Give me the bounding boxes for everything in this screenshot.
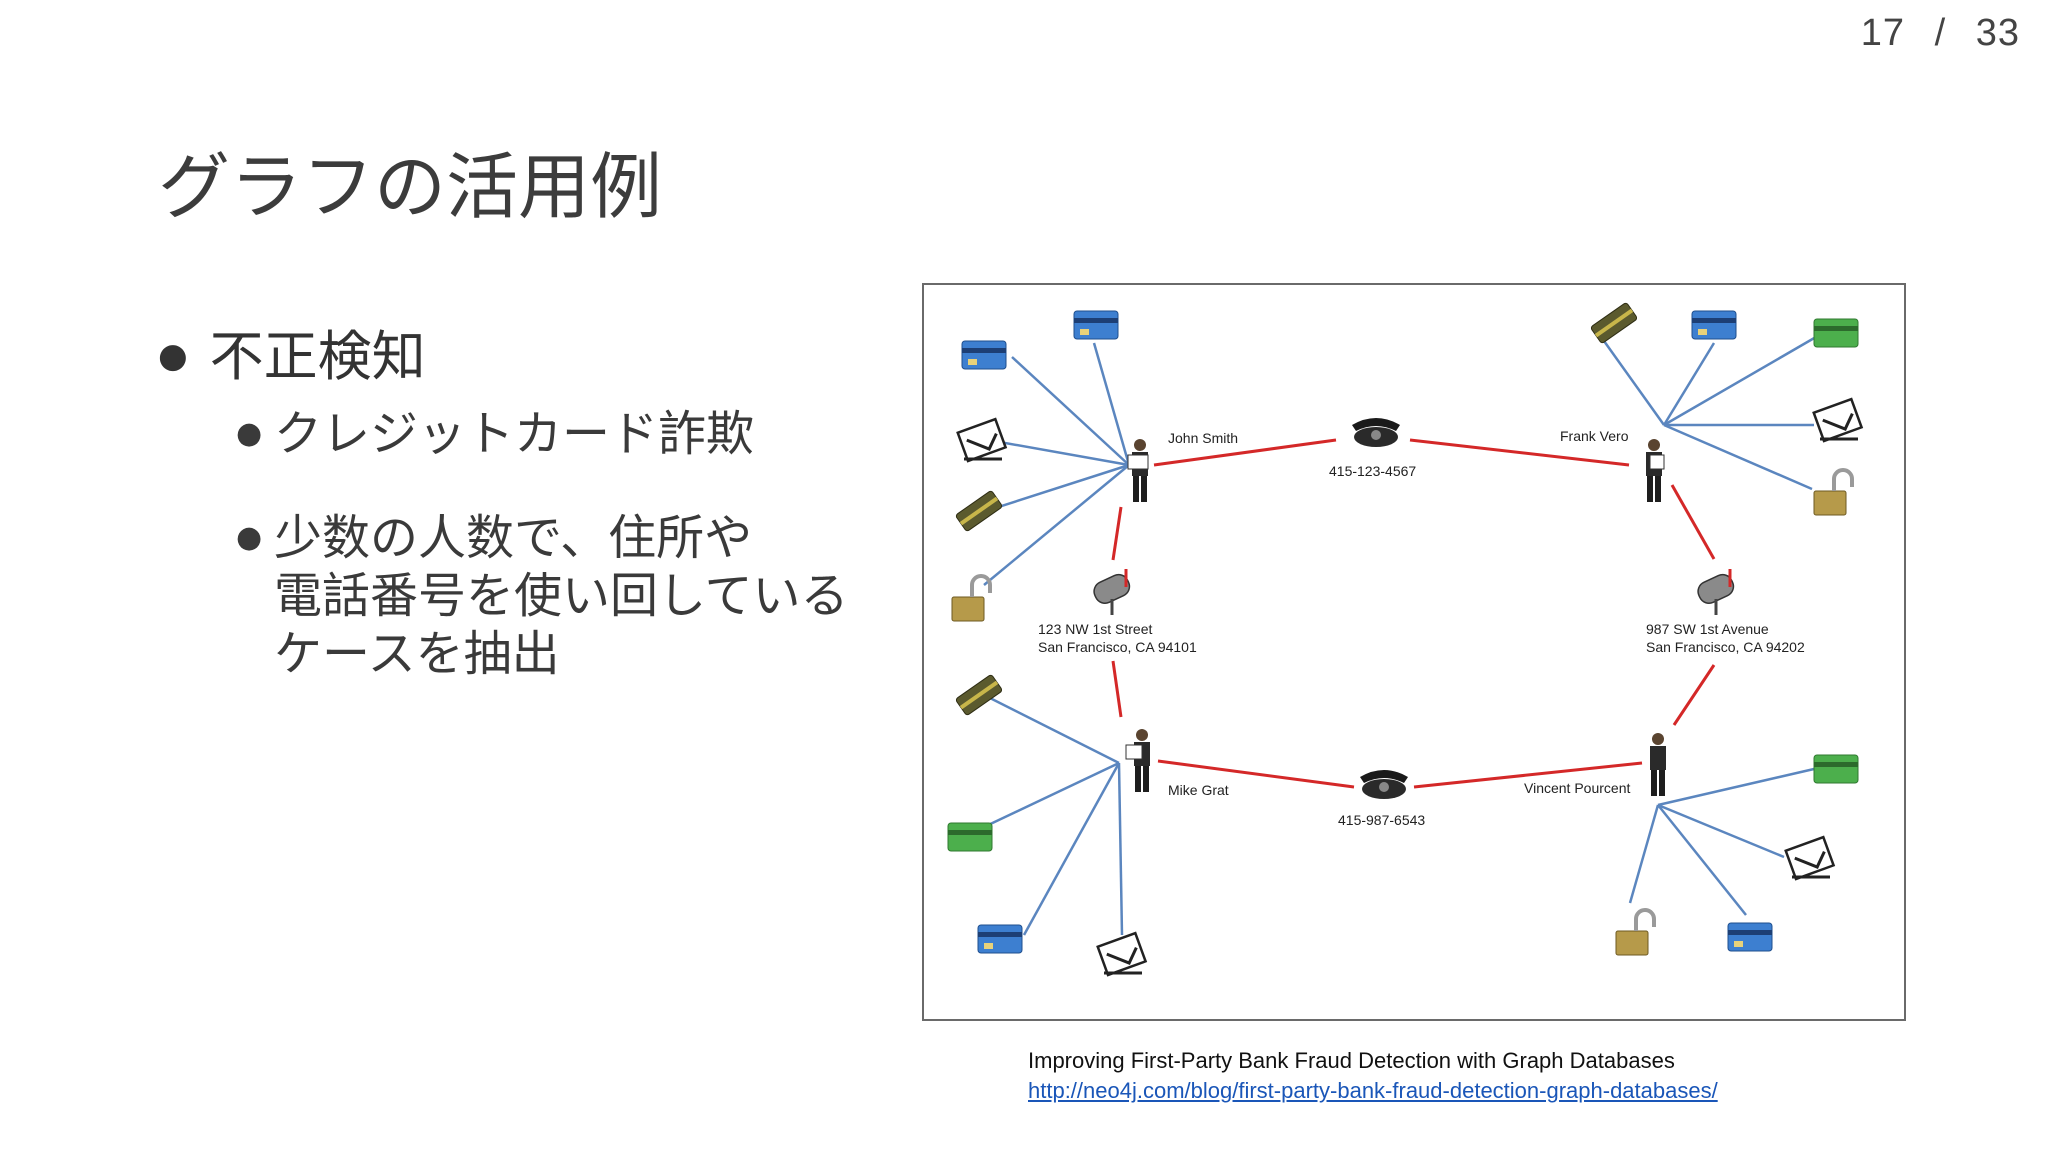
checkbook-icon xyxy=(1784,835,1836,881)
page-total: 33 xyxy=(1975,12,2020,54)
bullet-main: ● 不正検知 xyxy=(158,312,849,391)
checkbook-icon xyxy=(1812,397,1864,443)
caption-title: Improving First-Party Bank Fraud Detecti… xyxy=(1028,1048,1675,1073)
credit-card-icon xyxy=(947,822,993,852)
credit-card-icon xyxy=(1589,301,1639,345)
credit-card-icon xyxy=(1727,922,1773,952)
bullet-sub-1: ● クレジットカード詐欺 xyxy=(236,405,849,463)
credit-card-icon xyxy=(1813,754,1859,784)
credit-card-icon xyxy=(954,673,1004,717)
page-current: 17 xyxy=(1860,12,1906,54)
label-mike-grat: Mike Grat xyxy=(1168,782,1229,798)
person-icon-mike-grat xyxy=(1125,729,1150,792)
bullet-dot-icon: ● xyxy=(236,520,263,555)
bullet-sub-2-line-3: ケースを抽出 xyxy=(274,626,560,682)
bullet-sub-1-text: クレジットカード詐欺 xyxy=(274,406,755,462)
phone-icon xyxy=(1352,418,1400,447)
credit-card-icon xyxy=(1813,318,1859,348)
label-address-right-2: San Francisco, CA 94202 xyxy=(1646,639,1805,655)
person-icon-john-smith xyxy=(1127,439,1149,502)
label-vincent-pourcent: Vincent Pourcent xyxy=(1524,780,1630,796)
bullet-sub-2-line-2: 電話番号を使い回している xyxy=(274,568,849,624)
credit-card-icon xyxy=(1691,310,1737,340)
bullet-list: ● 不正検知 ● クレジットカード詐欺 ● 少数の人数で、住所や 電話番号を使い… xyxy=(158,312,849,683)
lock-icon xyxy=(950,574,992,623)
bullet-main-text: 不正検知 xyxy=(209,325,426,388)
label-address-right-1: 987 SW 1st Avenue xyxy=(1646,621,1769,637)
bullet-sub-2-line-1: 少数の人数で、住所や xyxy=(274,510,753,566)
lock-icon xyxy=(1812,468,1854,517)
phone-icon xyxy=(1360,770,1408,799)
slide-title: グラフの活用例 xyxy=(158,145,663,229)
label-john-smith: John Smith xyxy=(1168,430,1238,446)
bullet-sub-2-text: 少数の人数で、住所や 電話番号を使い回している ケースを抽出 xyxy=(274,509,849,683)
label-frank-vero: Frank Vero xyxy=(1560,428,1629,444)
fraud-graph-svg: John Smith Frank Vero 415-123-4567 123 N… xyxy=(947,301,1864,977)
credit-card-icon xyxy=(954,489,1004,533)
label-address-left-2: San Francisco, CA 94101 xyxy=(1038,639,1197,655)
bullet-dot-icon: ● xyxy=(236,416,263,451)
credit-card-icon xyxy=(961,340,1007,370)
figure-caption: Improving First-Party Bank Fraud Detecti… xyxy=(1028,1046,1718,1106)
checkbook-icon xyxy=(956,417,1008,463)
label-phone-top: 415-123-4567 xyxy=(1329,463,1416,479)
person-icon-frank-vero xyxy=(1646,439,1665,502)
page-separator: / xyxy=(1934,12,1947,54)
credit-card-icon xyxy=(977,924,1023,954)
mailbox-icon xyxy=(1089,567,1135,617)
bullet-sub-2: ● 少数の人数で、住所や 電話番号を使い回している ケースを抽出 xyxy=(236,509,849,683)
label-address-left-1: 123 NW 1st Street xyxy=(1038,621,1152,637)
mailbox-icon xyxy=(1693,567,1739,617)
fraud-graph-figure: John Smith Frank Vero 415-123-4567 123 N… xyxy=(922,283,1906,1021)
identity-links xyxy=(1111,438,1716,789)
caption-link[interactable]: http://neo4j.com/blog/first-party-bank-f… xyxy=(1028,1078,1718,1103)
page-number: 17 / 33 xyxy=(1861,12,2020,55)
lock-icon xyxy=(1614,908,1656,957)
checkbook-icon xyxy=(1096,931,1148,977)
bullet-dot-icon: ● xyxy=(158,336,188,376)
person-icon-vincent-pourcent xyxy=(1650,733,1666,796)
account-links xyxy=(983,335,1817,936)
label-phone-bottom: 415-987-6543 xyxy=(1338,812,1425,828)
credit-card-icon xyxy=(1073,310,1119,340)
